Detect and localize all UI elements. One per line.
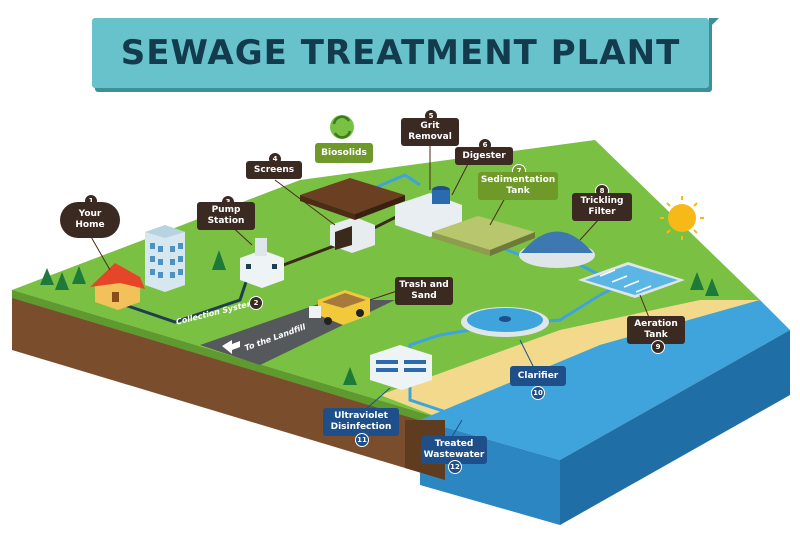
tree-icon: [40, 250, 719, 385]
label-your-home: Your Home: [60, 202, 120, 238]
recycle-icon: [330, 115, 354, 139]
step-number-12: 12: [448, 460, 462, 474]
step-number-10: 10: [531, 386, 545, 400]
apartment-windows: [150, 243, 183, 278]
sun-icon: [660, 196, 704, 240]
label-clarifier: Clarifier: [510, 366, 566, 386]
pipe-biosolids: [369, 173, 421, 192]
label-trash-and-sand: Trash and Sand: [395, 277, 453, 305]
sand-shore: [380, 300, 760, 420]
label-aeration-tank: Aeration Tank: [627, 316, 685, 344]
pipe-collection: [124, 269, 252, 324]
step-number-9: 9: [651, 340, 665, 354]
pump-station-tower: [255, 238, 267, 256]
road-arrow-icon: [222, 340, 240, 354]
biosolids-bed: [300, 178, 405, 214]
label-pump-station: Pump Station: [197, 202, 255, 230]
water-side: [560, 330, 790, 525]
uv-windows: [376, 360, 426, 372]
grass-edge: [12, 290, 445, 428]
trickling-filter-dome: [521, 231, 593, 253]
label-grit-removal: Grit Removal: [401, 118, 459, 146]
house-roof: [90, 263, 145, 289]
pump-window: [272, 264, 277, 269]
label-biosolids: Biosolids: [315, 143, 373, 163]
water-top: [420, 300, 790, 460]
pump-station-building: [240, 250, 284, 288]
label-sedimentation-tank: Sedimentation Tank: [478, 172, 558, 200]
step-number-2: 2: [249, 296, 263, 310]
apartment-top: [145, 225, 185, 238]
sedimentation-edge2: [490, 232, 535, 256]
biosolids-bed-edge2: [355, 195, 405, 220]
title-banner: SEWAGE TREATMENT PLANT: [92, 18, 719, 88]
truck-icon: [309, 290, 370, 325]
uv-disinfection-building: [370, 345, 432, 390]
page-title: SEWAGE TREATMENT PLANT: [120, 33, 681, 73]
sedimentation-edge: [432, 232, 490, 256]
label-ultraviolet-disinfection: Ultraviolet Disinfection: [323, 408, 399, 436]
screens-grate: [335, 226, 352, 250]
sedimentation-tank: [432, 216, 535, 250]
label-trickling-filter: Trickling Filter: [572, 193, 632, 221]
house-door: [112, 292, 119, 302]
label-treated-wastewater: Treated Wastewater: [421, 436, 487, 464]
clarifier-center: [499, 316, 511, 322]
biosolids-bed-edge: [300, 195, 355, 220]
step-number-11: 11: [355, 433, 369, 447]
label-digester: Digester: [455, 147, 513, 165]
banner-fold: [709, 18, 719, 28]
pump-window: [246, 264, 251, 269]
digester-tank-body: [432, 190, 450, 204]
label-screens: Screens: [246, 161, 302, 179]
aeration-bubbles: [599, 269, 652, 293]
